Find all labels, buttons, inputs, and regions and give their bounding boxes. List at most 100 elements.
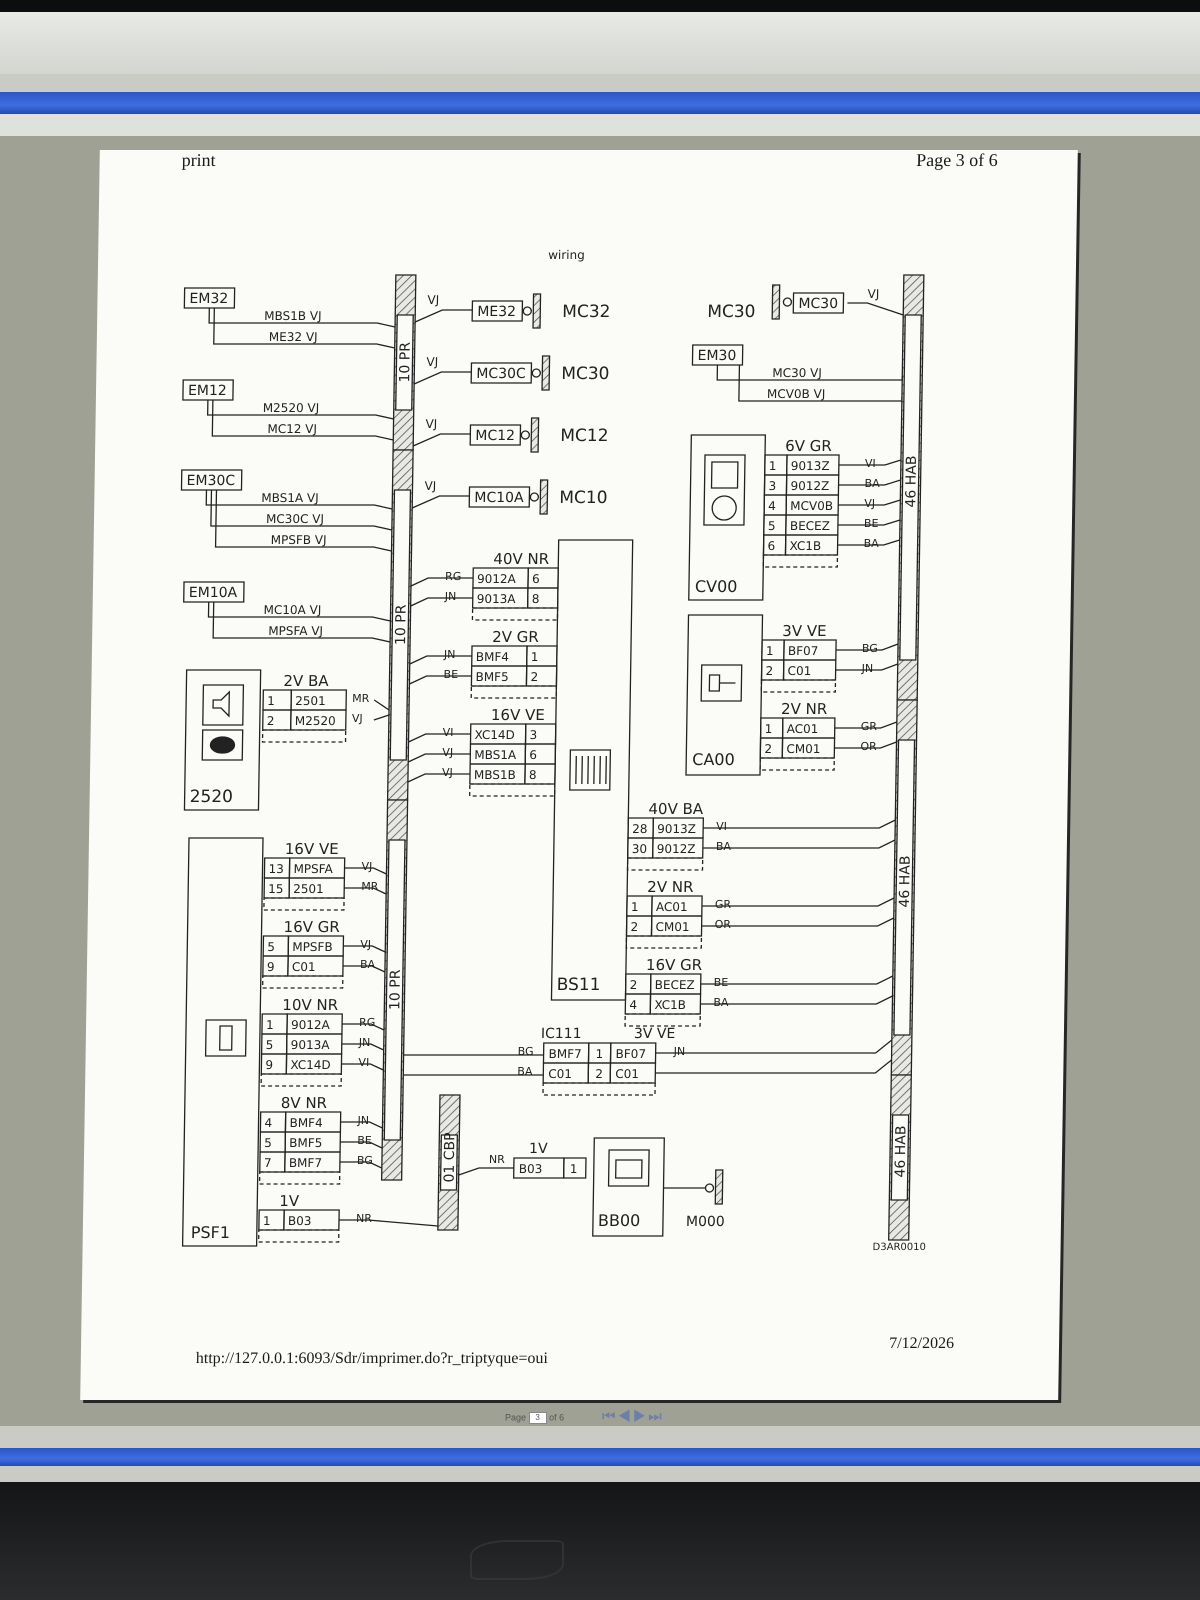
ca-component	[685, 614, 764, 776]
prev-page-icon[interactable]: ◀	[617, 1408, 633, 1425]
ca-conn-0-text-1-0: 2	[766, 664, 774, 678]
next-page-icon[interactable]: ▶	[632, 1408, 649, 1425]
horn-conn-cell-1-1	[290, 709, 347, 731]
bsi-right-1-text-1-0: 2	[631, 920, 639, 934]
mass-label: M000	[686, 1214, 725, 1230]
bus-pr-3-label: 10 PR	[387, 969, 404, 1010]
cv-wire-1: BA	[864, 477, 880, 490]
ground-conn-4: MC30	[798, 296, 838, 312]
bsi-left-line-2-1	[407, 753, 471, 763]
psf-conn-3-text-2-0: 7	[264, 1156, 272, 1170]
ic-title: IC111	[541, 1026, 582, 1042]
bsi-left-2-text-2-1: 8	[529, 768, 537, 782]
ic-dash	[542, 1082, 656, 1096]
bus-hab-2-core	[893, 739, 916, 1036]
bsi-left-wire-0-1: JN	[444, 590, 457, 603]
psf-conn-1-text-0-0: 5	[267, 940, 275, 954]
last-page-icon[interactable]: ⏭	[648, 1408, 664, 1425]
bus-hab-1-label: 46 HAB	[903, 456, 920, 508]
cv-chip-icon	[710, 461, 739, 489]
page-number-input[interactable]: 3	[528, 1412, 547, 1424]
ground-wire-line-0	[414, 309, 473, 323]
psf-conn-4-text-0-1: B03	[288, 1214, 312, 1228]
ca-wire-1-1: OR	[860, 740, 877, 753]
bsi-left-1-dash	[470, 685, 558, 699]
ground-wire-3: VJ	[424, 479, 436, 493]
bsi-left-0-text-1-1: 8	[532, 592, 540, 606]
page-label: Page	[505, 1412, 527, 1423]
psf-conn-0-text-1-0: 15	[268, 882, 284, 896]
footer-url[interactable]: http://127.0.0.1:6093/Sdr/imprimer.do?r_…	[195, 1350, 549, 1367]
psf-conn-2-text-1-0: 5	[266, 1038, 274, 1052]
psf-conn-3-text-2-1: BMF7	[289, 1156, 322, 1170]
bsi-left-2-text-0-0: XC14D	[475, 728, 515, 742]
cv-line-2	[838, 499, 901, 506]
horn-conn-text-0-1: 2501	[295, 694, 326, 708]
cv-conn-text-1-0: 3	[768, 479, 776, 493]
ground-terminal-0	[522, 306, 532, 316]
psf-conn-2-text-0-0: 1	[266, 1018, 274, 1032]
bus-hab-3-core	[890, 1114, 910, 1201]
bsi-right-0-text-0-0: 28	[632, 822, 648, 836]
em-line-3-1: MPSFA VJ	[268, 624, 323, 638]
em-line-3-0: MC10A VJ	[263, 603, 321, 617]
cv-conn-text-4-0: 6	[767, 539, 775, 553]
bsi-right-wire-2-1: BA	[713, 996, 729, 1009]
psf-conn-0-text-0-0: 13	[268, 862, 284, 876]
bsi-left-1-text-1-0: BMF5	[475, 670, 508, 684]
em-wire-1-0	[206, 400, 394, 420]
psf-conn-4-text-0-0: 1	[263, 1214, 271, 1228]
bsi-right-line-2-0	[700, 975, 894, 985]
ca-line-1-1	[834, 741, 897, 749]
footer-date: 7/12/2026	[889, 1335, 955, 1352]
bsi-left-0-text-0-1: 6	[532, 572, 540, 586]
psf-conn-1-text-0-1: MPSFB	[292, 940, 333, 954]
em-block-1: EM12	[188, 383, 227, 399]
cv-conn-title: 6V GR	[785, 437, 832, 455]
em-wire-2-0	[205, 490, 393, 510]
ground-symbol-4	[771, 284, 781, 320]
ground-name-4: MC30	[707, 302, 755, 322]
bsi-left-line-0-0	[410, 577, 474, 587]
first-page-icon[interactable]: ⏮	[602, 1408, 618, 1425]
psf-wire-3-0: JN	[356, 1114, 369, 1127]
bsi-right-1-text-1-1: CM01	[656, 920, 690, 934]
bsi-left-0-text-0-0: 9012A	[477, 572, 517, 586]
ground-symbol-3	[539, 479, 549, 515]
psf-line-3-0	[340, 1121, 383, 1129]
bsi-right-2-text-0-1: BECEZ	[655, 978, 695, 992]
psf-conn-1-text-1-1: C01	[292, 960, 316, 974]
bsi-left-1-text-1-1: 2	[530, 670, 538, 684]
bsi-left-wire-2-2: VJ	[442, 766, 453, 779]
ground-symbol-1	[541, 355, 551, 391]
psf-icon-box	[204, 1019, 247, 1057]
ground-conn-3-box	[468, 486, 531, 508]
psf-wire-0-0: VJ	[361, 860, 372, 873]
psf-line-1-0	[343, 945, 386, 953]
ground-symbol-0	[532, 293, 542, 329]
bsi-left-1-title: 2V GR	[492, 628, 539, 646]
psf-wire-0-1: MR	[361, 880, 379, 893]
cv-line-4	[837, 539, 900, 546]
bsi-left-line-2-0	[408, 733, 471, 743]
em-wire-2-1	[210, 490, 392, 531]
cv-conn-text-0-1: 9013Z	[791, 459, 830, 473]
bsi-right-line-1-0	[701, 897, 895, 907]
bus-pr-2-core	[389, 489, 412, 761]
cv-line-3	[837, 519, 901, 526]
ca-line-0-0	[835, 643, 899, 651]
battery-text-a: B03	[519, 1162, 543, 1176]
cv-label: CV00	[695, 577, 738, 596]
ic-text-a-1: C01	[548, 1067, 572, 1081]
battery-icon-box	[607, 1149, 650, 1187]
em-line-1-0: M2520 VJ	[263, 401, 320, 415]
psf-conn-2-dash	[260, 1073, 342, 1087]
bus-pr-1-core	[395, 314, 414, 411]
ca-conn-1-text-0-1: AC01	[787, 722, 819, 736]
ground-conn-1-box	[470, 362, 533, 384]
ground-name-2: MC12	[560, 426, 608, 446]
toolbar-band-bottom	[0, 1448, 1200, 1466]
psf-conn-3-text-0-1: BMF4	[289, 1116, 322, 1130]
bus-hab-2-label: 46 HAB	[897, 856, 914, 908]
bsi-left-line-0-1	[410, 597, 473, 607]
